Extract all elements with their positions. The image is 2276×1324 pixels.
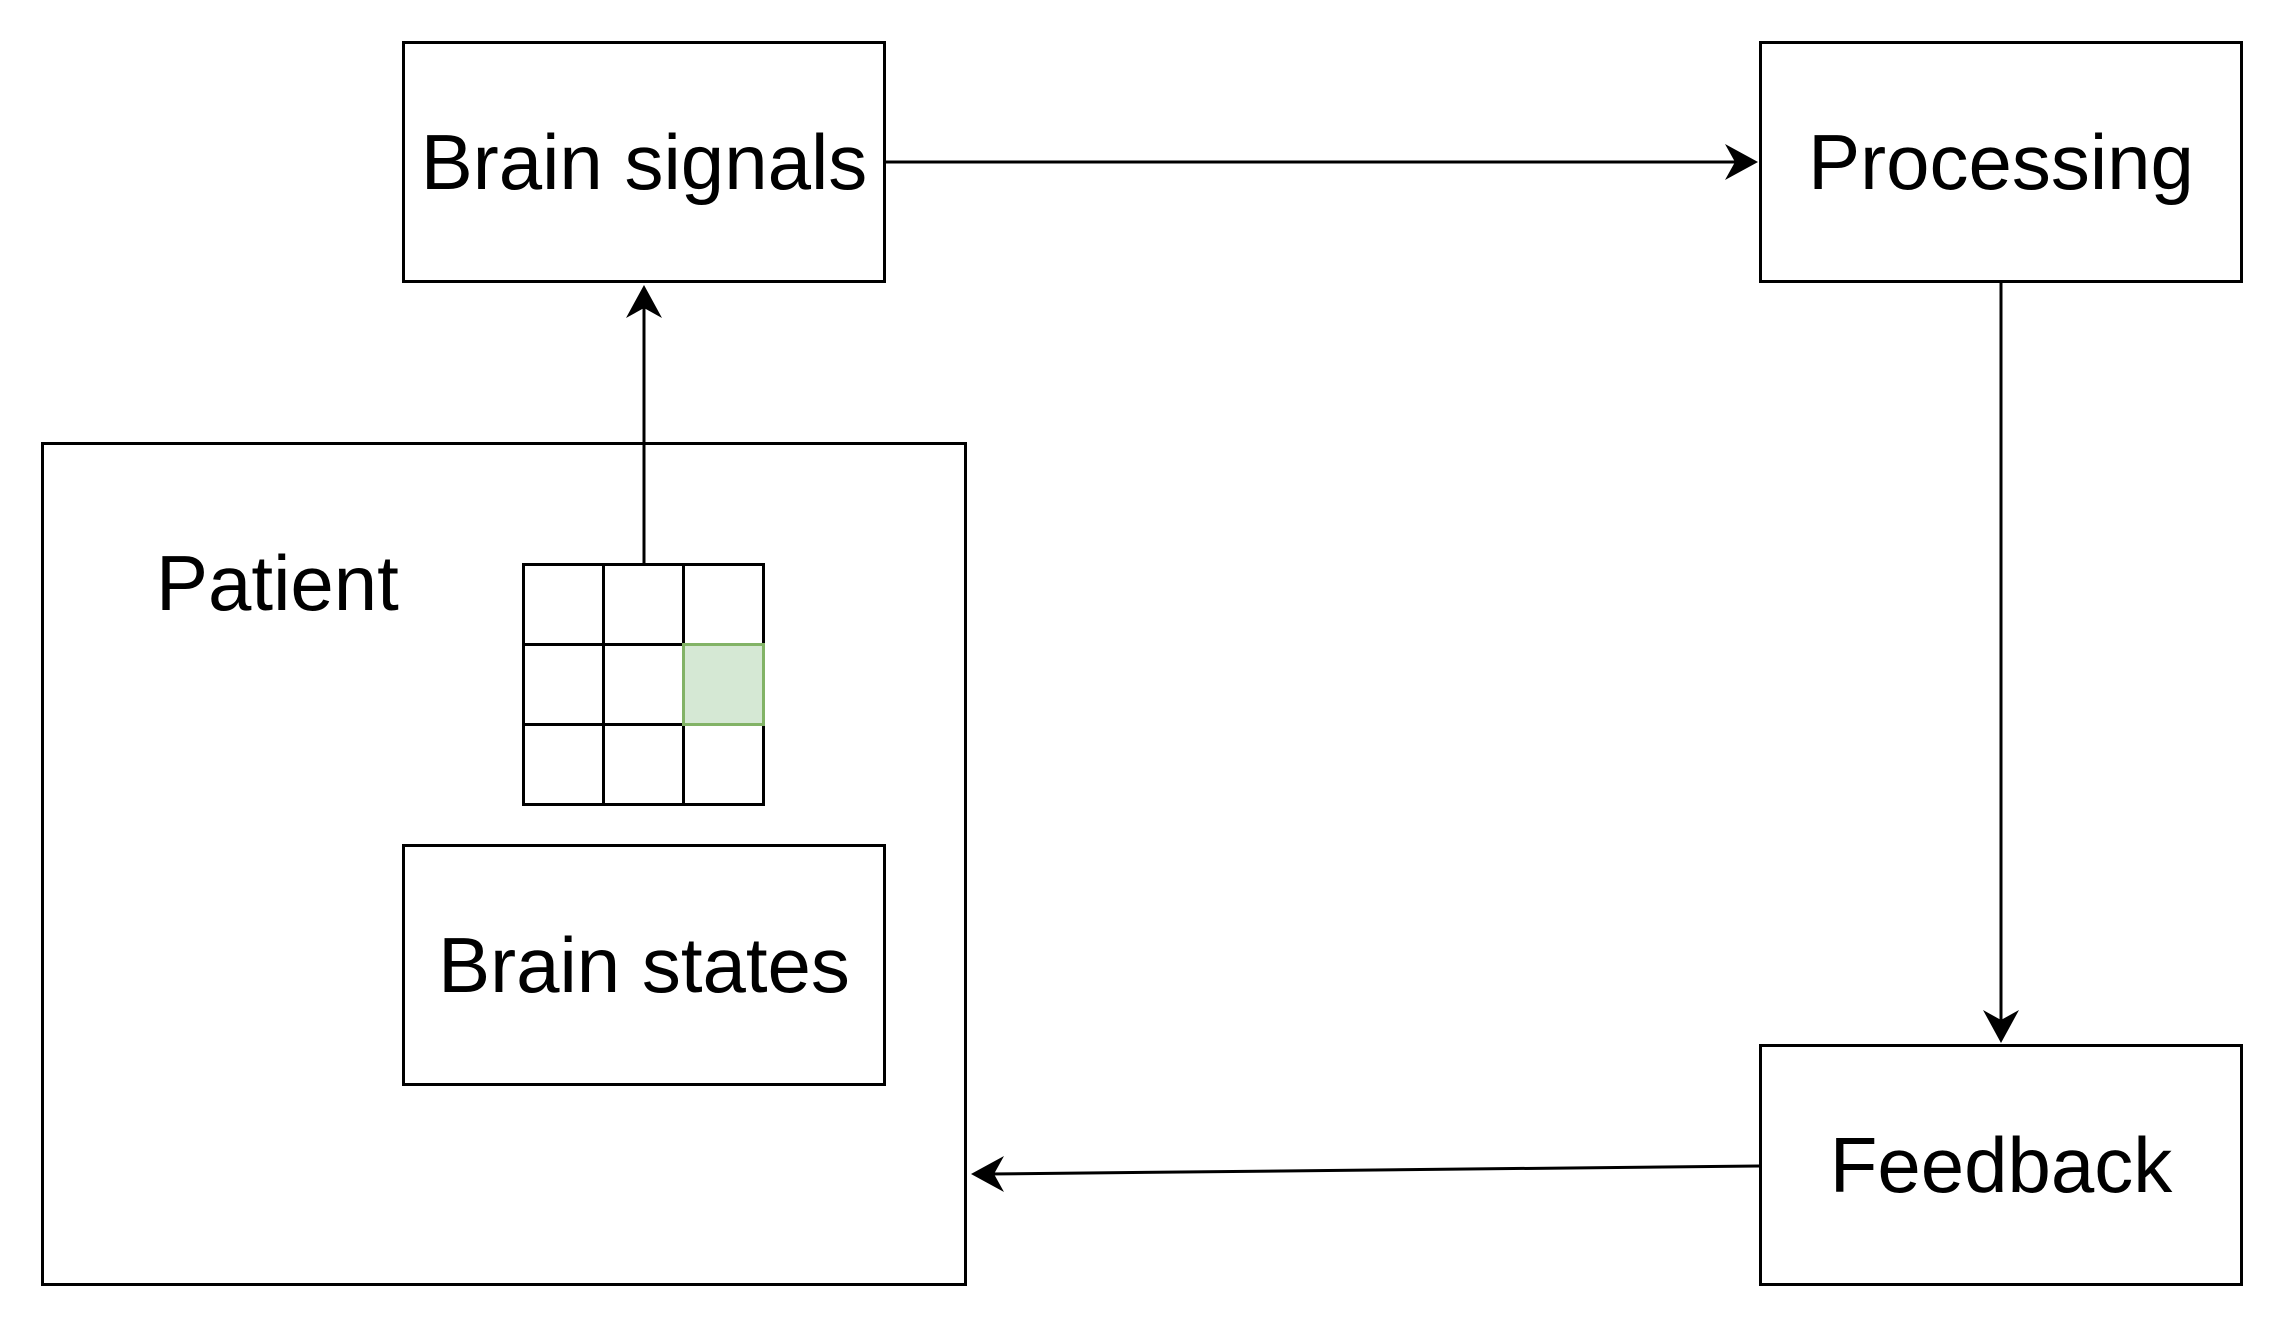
- processing-box: Processing: [1759, 41, 2243, 283]
- electrode-grid: [522, 563, 765, 806]
- brain-signals-label: Brain signals: [420, 117, 868, 206]
- grid-cell-3-2: [602, 723, 685, 806]
- arrow-feedback-to-patient: [987, 1164, 1760, 1176]
- arrowhead-left-icon: [971, 1156, 1004, 1192]
- brain-states-box: Brain states: [402, 844, 886, 1086]
- grid-cell-2-3-highlighted: [682, 643, 765, 726]
- arrowhead-up-icon: [626, 285, 662, 318]
- grid-cell-2-2: [602, 643, 685, 726]
- arrowhead-down-icon: [1983, 1010, 2019, 1043]
- grid-cell-3-1: [522, 723, 605, 806]
- grid-cell-1-3: [682, 563, 765, 646]
- grid-cell-1-2: [602, 563, 685, 646]
- processing-label: Processing: [1808, 117, 2194, 206]
- grid-cell-1-1: [522, 563, 605, 646]
- grid-cell-2-1: [522, 643, 605, 726]
- grid-cell-3-3: [682, 723, 765, 806]
- patient-label: Patient: [156, 539, 399, 627]
- brain-states-label: Brain states: [438, 920, 850, 1009]
- feedback-box: Feedback: [1759, 1044, 2243, 1286]
- feedback-label: Feedback: [1829, 1120, 2173, 1209]
- arrowhead-right-icon: [1725, 144, 1758, 180]
- brain-signals-box: Brain signals: [402, 41, 886, 283]
